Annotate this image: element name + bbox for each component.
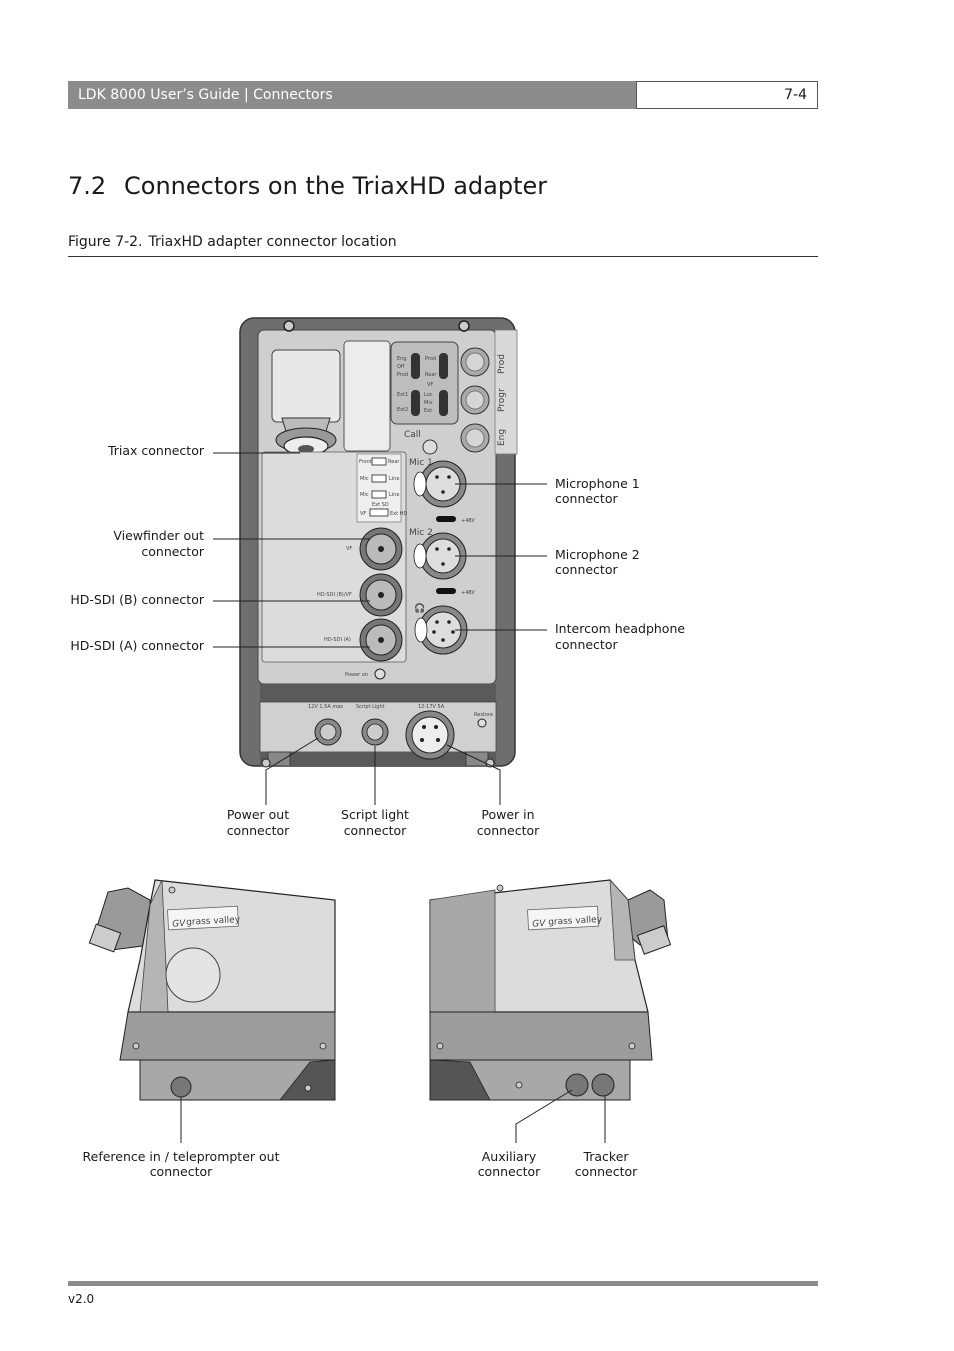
mic1-label: Mic 1 xyxy=(409,458,433,468)
microphone-2-connector xyxy=(425,538,461,574)
logo-right: grass valley xyxy=(548,915,603,928)
switch-label-line2: Line xyxy=(389,492,399,498)
callout-power-out-line2: connector xyxy=(227,823,290,838)
gv-logo-icon: GV xyxy=(172,919,186,930)
adapter-back-view: Eng Off Prod Prod Rear VF Ext1 Ext2 Loc … xyxy=(239,317,518,768)
switch-label-ext1: Ext1 xyxy=(397,392,408,398)
callout-script-light-line1: Script light xyxy=(341,807,409,822)
page-number: 7-4 xyxy=(636,81,818,109)
callout-hd-sdi-a: HD-SDI (A) connector xyxy=(70,638,205,653)
restore-button xyxy=(477,718,487,728)
logo-left: grass valley xyxy=(186,915,241,928)
switch-label-vf2: VF xyxy=(360,511,366,517)
callout-auxiliary-line2: connector xyxy=(478,1164,541,1179)
switch-label-mix: Mix xyxy=(424,400,433,406)
switch-label-prod2: Prod xyxy=(425,356,436,362)
callout-mic1-line1: Microphone 1 xyxy=(555,476,640,491)
script-light-connector xyxy=(366,723,384,741)
tracker-connector xyxy=(591,1073,615,1097)
gv-logo-icon: GV xyxy=(532,919,546,930)
power-out-connector xyxy=(319,723,337,741)
figure-caption-text: TriaxHD adapter connector location xyxy=(148,234,397,250)
callout-line-auxiliary xyxy=(515,1089,573,1143)
footer-rule xyxy=(68,1281,818,1286)
switch-label-vf: VF xyxy=(427,382,433,388)
mic2-label: Mic 2 xyxy=(409,528,433,538)
power-out-spec-label: 12V 1.5A max xyxy=(308,704,343,710)
switch-label-rear2: Rear xyxy=(388,459,400,465)
restore-label: Restore xyxy=(474,712,493,718)
power-on-label: Power on xyxy=(345,672,368,678)
switch-label-eng: Eng xyxy=(397,356,407,362)
callout-mic2-line1: Microphone 2 xyxy=(555,547,640,562)
hd-sdi-b-label: HD-SDI (B)/VF xyxy=(317,592,352,598)
callout-reference-line1: Reference in / teleprompter out xyxy=(83,1149,280,1164)
callout-viewfinder-line2: connector xyxy=(141,544,204,559)
callout-hd-sdi-b: HD-SDI (B) connector xyxy=(70,592,205,607)
callout-tracker-line2: connector xyxy=(575,1164,638,1179)
callout-lines xyxy=(213,452,547,805)
switch-label-mic: Mic xyxy=(360,476,369,482)
switch-label-ext: Ext xyxy=(424,408,432,414)
power-in-connector xyxy=(411,716,449,754)
callout-reference-line2: connector xyxy=(150,1164,213,1179)
microphone-1-connector xyxy=(425,466,461,502)
figure-label: Figure 7-2. xyxy=(68,234,143,250)
callout-mic1-line2: connector xyxy=(555,491,618,506)
callout-power-in-line2: connector xyxy=(477,823,540,838)
script-light-label: Script Light xyxy=(356,704,385,710)
page-header: LDK 8000 User’s Guide | Connectors 7-4 xyxy=(68,81,818,109)
phantom1-label: +48V xyxy=(461,518,476,524)
callout-script-light-line2: connector xyxy=(344,823,407,838)
prod-label: Prod xyxy=(497,354,507,374)
adapter-left-side-view: grass valley GV xyxy=(88,879,336,1101)
hd-sdi-a-label: HD-SDI (A) xyxy=(324,637,351,643)
switch-label-loc: Loc xyxy=(424,392,433,398)
call-label: Call xyxy=(404,430,421,440)
adapter-right-side-view: grass valley GV xyxy=(429,878,672,1101)
switch-label-mic2: Mic xyxy=(360,492,369,498)
eng-label: Eng xyxy=(497,429,507,446)
switch-label-ext-sd: Ext SD xyxy=(372,502,389,508)
callout-viewfinder-line1: Viewfinder out xyxy=(113,528,204,543)
callout-intercom-line2: connector xyxy=(555,637,618,652)
reference-in-connector xyxy=(170,1076,192,1098)
callout-power-in-line1: Power in xyxy=(481,807,534,822)
switch-label-line: Line xyxy=(389,476,399,482)
screw-icon xyxy=(458,320,470,332)
switch-label-front: Front xyxy=(359,459,372,465)
switch-label-off: Off xyxy=(397,364,405,370)
call-button xyxy=(422,439,438,455)
power-in-spec-label: 12-17V 5A xyxy=(418,704,445,710)
callout-intercom-line1: Intercom headphone xyxy=(555,621,685,636)
switch-label-ext-hd: Ext HD xyxy=(390,511,407,517)
section-heading: 7.2 Connectors on the TriaxHD adapter xyxy=(68,172,547,200)
switch-label-ext2: Ext2 xyxy=(397,407,408,413)
section-number: 7.2 xyxy=(68,172,107,200)
callout-mic2-line2: connector xyxy=(555,562,618,577)
switch-label-prod: Prod xyxy=(397,372,408,378)
screw-icon xyxy=(283,320,295,332)
callout-tracker-line1: Tracker xyxy=(582,1149,629,1164)
section-title-text: Connectors on the TriaxHD adapter xyxy=(124,172,548,200)
power-on-button xyxy=(374,668,386,680)
figure-caption: Figure 7-2. TriaxHD adapter connector loc… xyxy=(68,234,818,257)
progr-label: Progr xyxy=(497,388,507,412)
vf-connector-label: VF xyxy=(346,546,352,552)
switch-label-rear: Rear xyxy=(425,372,437,378)
headphone-icon: 🎧 xyxy=(414,602,425,614)
callout-triax: Triax connector xyxy=(107,443,205,458)
callout-power-out-line1: Power out xyxy=(227,807,289,822)
callout-auxiliary-line1: Auxiliary xyxy=(482,1149,537,1164)
footer-version: v2.0 xyxy=(68,1292,95,1306)
header-title: LDK 8000 User’s Guide | Connectors xyxy=(68,81,636,109)
phantom2-label: +48V xyxy=(461,590,476,596)
auxiliary-connector xyxy=(565,1073,589,1097)
